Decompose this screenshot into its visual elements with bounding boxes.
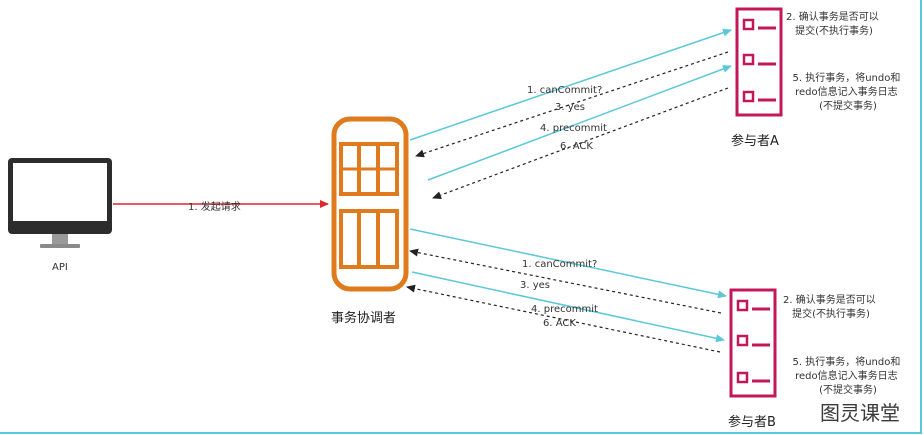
b-yes-arrow bbox=[409, 248, 722, 314]
api-label: API bbox=[52, 262, 68, 273]
b-yes-label: 3. yes bbox=[520, 280, 550, 291]
b-precommit-arrow bbox=[411, 271, 725, 343]
coordinator-label: 事务协调者 bbox=[331, 310, 396, 326]
participant-b-note2: 5. 执行事务，将undo和 redo信息记入事务日志 (不提交事务) bbox=[792, 355, 903, 396]
a-precommit-arrow bbox=[427, 65, 732, 181]
b-cancommit-arrow bbox=[409, 228, 727, 299]
a-cancommit-label: 1. canCommit? bbox=[527, 85, 602, 96]
a-yes-arrow bbox=[415, 51, 729, 158]
a-ack-arrow bbox=[432, 87, 729, 199]
monitor-icon bbox=[8, 158, 112, 248]
a-precommit-label: 4. precommit bbox=[540, 123, 607, 134]
a-cancommit-arrow bbox=[409, 28, 732, 141]
participant-b-icon bbox=[729, 288, 777, 398]
b-ack-arrow bbox=[406, 284, 721, 353]
participant-b-note1: 2. 确认事务是否可以 提交(不执行事务) bbox=[783, 293, 879, 320]
participant-b-label: 参与者B bbox=[728, 414, 776, 430]
b-precommit-label: 4. precommit bbox=[531, 304, 598, 315]
request-label: 1. 发起请求 bbox=[188, 200, 241, 213]
b-ack-label: 6. ACK bbox=[543, 318, 576, 329]
participant-a-note2: 5. 执行事务，将undo和 redo信息记入事务日志 (不提交事务) bbox=[792, 71, 903, 112]
b-cancommit-label: 1. canCommit? bbox=[522, 259, 597, 270]
a-ack-label: 6. ACK bbox=[560, 141, 593, 152]
a-yes-label: 3. yes bbox=[555, 102, 585, 113]
participant-a-icon bbox=[735, 7, 783, 117]
watermark: 图灵课堂 bbox=[820, 401, 900, 425]
coordinator-icon bbox=[331, 116, 409, 292]
participant-a-note1: 2. 确认事务是否可以 提交(不执行事务) bbox=[786, 10, 882, 37]
participant-a-label: 参与者A bbox=[731, 133, 779, 149]
